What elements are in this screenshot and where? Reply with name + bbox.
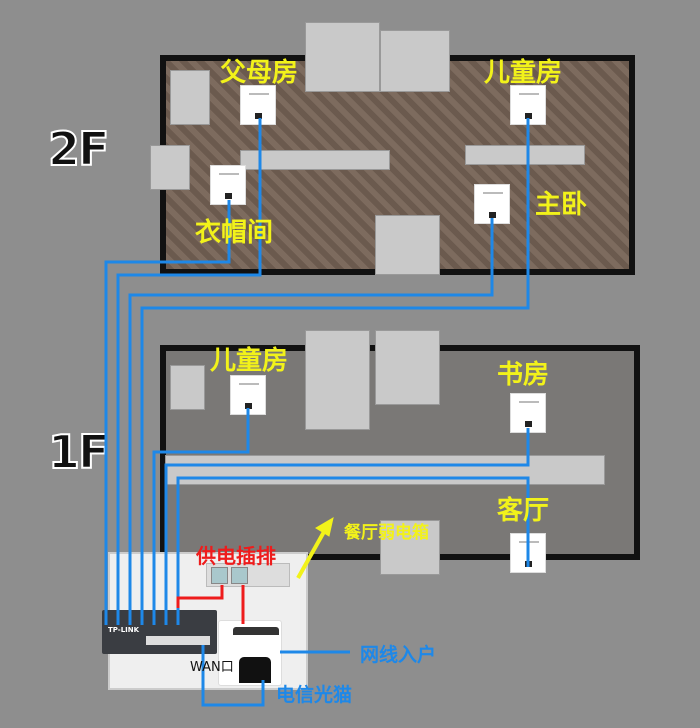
wardrobe-strip-2f — [465, 145, 585, 165]
power-cable-switch — [176, 585, 224, 608]
switch-ports — [146, 636, 210, 645]
cable-study — [164, 428, 530, 625]
network-panel-master-bedroom — [474, 184, 510, 224]
stairwell-2f — [305, 22, 380, 92]
cable-wan — [201, 645, 265, 707]
bath2-2f — [375, 215, 440, 275]
cable-kids-1f — [152, 408, 250, 625]
label-weak-box: 餐厅弱电箱 — [344, 523, 429, 543]
label-wan-port: WAN口 — [190, 660, 234, 675]
bath-1f — [375, 330, 440, 405]
cable-living — [176, 476, 530, 625]
entry-1f — [380, 520, 440, 575]
cable-parents — [116, 118, 262, 625]
label-living-room: 客厅 — [497, 496, 550, 526]
label-study: 书房 — [497, 360, 550, 390]
label-modem: 电信光猫 — [276, 684, 353, 706]
optical-modem — [218, 620, 282, 686]
floor-label-1f: 1F — [47, 424, 110, 480]
power-socket-icon — [231, 567, 248, 584]
cable-master — [128, 218, 494, 625]
cable-kids-2f — [140, 118, 530, 625]
network-switch: TP-LINK — [102, 610, 217, 654]
balcony-2f — [170, 70, 210, 125]
stair-1f — [305, 330, 370, 430]
study-nook-2f — [150, 145, 190, 190]
power-strip — [206, 563, 290, 587]
label-master-bedroom: 主卧 — [535, 190, 588, 220]
arrow-icon — [296, 516, 334, 579]
network-panel-parents-room — [240, 85, 276, 125]
label-parents-room: 父母房 — [220, 58, 299, 88]
label-wardrobe: 衣帽间 — [195, 218, 274, 248]
bathroom-2f — [380, 30, 450, 92]
floor-label-2f: 2F — [47, 121, 110, 177]
dining-strip-1f — [165, 455, 605, 485]
network-panel-study — [510, 393, 546, 433]
label-power-strip: 供电插排 — [196, 544, 276, 568]
label-kids-room-2f: 儿童房 — [484, 58, 563, 88]
cable-wardrobe — [104, 200, 231, 625]
switch-brand: TP-LINK — [108, 626, 140, 634]
label-kids-room-1f: 儿童房 — [210, 346, 289, 376]
label-network-in: 网线入户 — [360, 644, 437, 666]
power-socket-icon — [211, 567, 228, 584]
balcony-1f — [170, 365, 205, 410]
corridor-2f — [240, 150, 390, 170]
